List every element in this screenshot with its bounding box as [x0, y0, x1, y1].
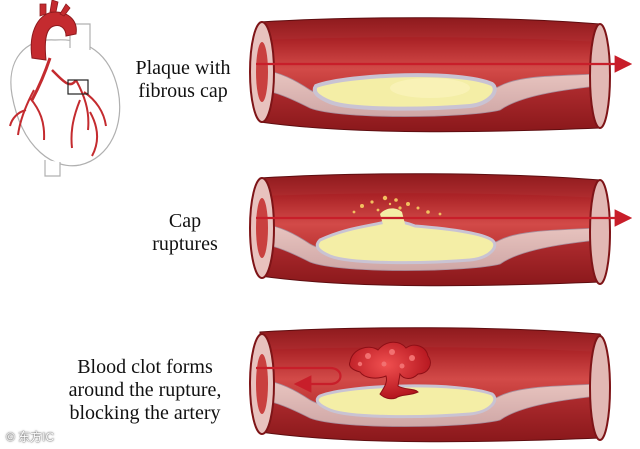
label-blood-clot: Blood clot forms around the rupture, blo… — [50, 356, 240, 425]
artery-stage-2 — [249, 173, 633, 287]
label-line: Cap — [168, 210, 202, 232]
heart-illustration — [9, 0, 121, 177]
label-plaque-with-fibrous-cap: Plaque with fibrous cap — [118, 57, 248, 103]
artery-stage-1 — [249, 17, 633, 133]
highlight-box — [67, 79, 89, 95]
label-line: fibrous cap — [138, 80, 228, 102]
rupture-debris — [352, 195, 442, 216]
label-line: ruptures — [152, 233, 218, 255]
blocked-flow-arrow — [256, 366, 342, 393]
label-cap-ruptures: Cap ruptures — [130, 210, 240, 256]
label-line: Plaque with — [135, 57, 231, 79]
label-line: Blood clot forms — [77, 356, 213, 378]
label-line: blocking the artery — [69, 402, 221, 424]
artery-stage-3 — [249, 327, 611, 443]
watermark: © 东方IC — [6, 430, 55, 444]
blood-clot — [349, 341, 431, 400]
label-line: around the rupture, — [68, 379, 222, 401]
